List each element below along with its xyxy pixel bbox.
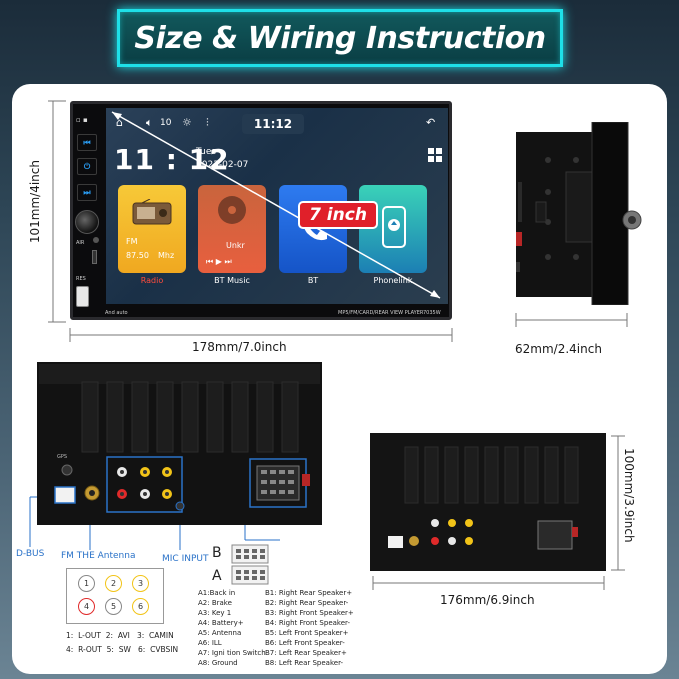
rca-legend-line-2: 4: R-OUT 5: SW 6: CVBSIN [66,645,179,654]
rca-legend-line-1: 1: L-OUT 2: AVI 3: CAMIN [66,631,174,640]
record-icon [218,196,246,224]
rca-circle-5: 5 [105,598,122,615]
front-width-label: 178mm/7.0inch [192,340,287,354]
a-pin-6: A6: ILL [198,639,222,647]
bt-music-controls: ⏮ ▶ ⏭ [206,257,232,266]
back-icon[interactable]: ↶ [426,116,436,129]
rca-legend-box [66,568,164,624]
bezel-text: MP5/FM/CARD/REAR VIEW PLAYER [338,310,424,316]
rca-circle-3: 3 [132,575,149,592]
phonelink-icon [382,206,406,248]
res-label: RES [76,276,86,282]
home-icon[interactable]: ⌂ [116,116,123,129]
a-pin-1: A1:Back in [198,589,236,597]
b-pin-1: B1: Right Rear Speaker+ [265,589,353,597]
screen-size-badge: 7 inch [298,201,378,229]
ir-sensor: ▫ ▪ [76,116,88,124]
model-number: 7035W [423,310,441,316]
head-unit-front: ▫ ▪ ⏮ ⏻ ⏭ AIR RES ⌂ 🔈︎ 10 ☼ ⫶ 11:12 ↶ 11… [70,101,452,320]
app-tile-phonelink[interactable] [359,185,427,273]
brightness-icon[interactable]: ☼ [182,116,192,129]
day-label: Tues [196,147,217,157]
a-pin-5: A5: Antenna [198,629,242,637]
b-pin-2: B2: Right Rear Speaker- [265,599,349,607]
app-grid-icon[interactable] [428,148,442,162]
bt-music-track: Unkr [226,241,245,250]
radio-icon [132,199,172,225]
sd-slot[interactable] [92,250,97,264]
a-pin-7: A7: Igni tion Switch [198,649,266,657]
big-clock: 11 : 12 [114,143,230,176]
app-tile-bt-music[interactable]: Unkr ⏮ ▶ ⏭ [198,185,266,273]
connector-a-label: A [212,568,222,584]
radio-unit: Mhz [158,251,175,260]
a-pin-4: A4: Battery+ [198,619,244,627]
power-button[interactable]: ⏻ [77,158,97,175]
iso-connector-icon [231,544,269,585]
b-pin-4: B4: Right Front Speaker- [265,619,350,627]
app-label-phonelink: Phonelink [373,276,413,285]
app-label-radio: Radio [140,276,164,285]
side-depth-label: 62mm/2.4inch [515,342,602,356]
b-pin-6: B6: Left Front Speaker- [265,639,345,647]
usb-port[interactable] [76,286,89,307]
equalizer-icon[interactable]: ⫶ [206,116,209,129]
a-pin-2: A2: Brake [198,599,232,607]
head-unit-side-view [516,122,642,305]
b-pin-8: B8: Left Rear Speaker- [265,659,344,667]
rca-circle-4: 4 [78,598,95,615]
side-controls: ▫ ▪ ⏮ ⏻ ⏭ AIR RES [73,104,103,317]
volume-level: 10 [160,118,172,128]
rca-circle-6: 6 [132,598,149,615]
title-banner: Size & Wiring Instruction [117,9,563,67]
next-button[interactable]: ⏭ [77,184,97,201]
b-pin-5: B5: Left Front Speaker+ [265,629,349,637]
b-pin-7: B7: Left Rear Speaker+ [265,649,347,657]
a-pin-3: A3: Key 1 [198,609,232,617]
radio-frequency: 87.50 [126,251,149,260]
a-pin-8: A8: Ground [198,659,238,667]
rear-height-label: 100mm/3.9inch [622,448,636,543]
diagonal-arrow [111,111,441,299]
status-clock: 11:12 [242,114,304,134]
connector-b-label: B [212,545,222,561]
mic-hole [93,237,99,243]
air-label: AIR [76,240,85,246]
fm-antenna-callout: FM THE Antenna [61,551,136,561]
app-label-bt-music: BT Music [214,276,250,285]
android-auto-label: And auto [105,310,128,316]
prev-button[interactable]: ⏮ [77,134,97,151]
head-unit-rear-view-small [370,433,606,571]
page-title: Size & Wiring Instruction [134,20,546,56]
volume-knob[interactable] [75,210,99,234]
volume-icon[interactable]: 🔈︎ [146,116,153,129]
mic-input-callout: MIC INPUT [162,554,209,564]
dbus-callout: D-BUS [16,549,45,559]
app-label-bt: BT [307,276,319,285]
rca-circle-1: 1 [78,575,95,592]
rear-width-label: 176mm/6.9inch [440,593,535,607]
svg-text:GPS: GPS [57,454,67,460]
radio-band: FM [126,237,138,246]
status-bar: ⌂ 🔈︎ 10 ☼ ⫶ 11:12 ↶ [106,108,448,138]
rca-circle-2: 2 [105,575,122,592]
head-unit-rear-view: GPS [37,362,322,525]
b-pin-3: B3: Right Front Speaker+ [265,609,354,617]
front-height-label: 101mm/4inch [28,160,42,244]
touch-screen[interactable]: ⌂ 🔈︎ 10 ☼ ⫶ 11:12 ↶ 11 : 12 Tues 2023-02… [106,108,448,304]
app-tile-radio[interactable]: FM 87.50 Mhz [118,185,186,273]
date-label: 2023-02-07 [196,160,249,170]
